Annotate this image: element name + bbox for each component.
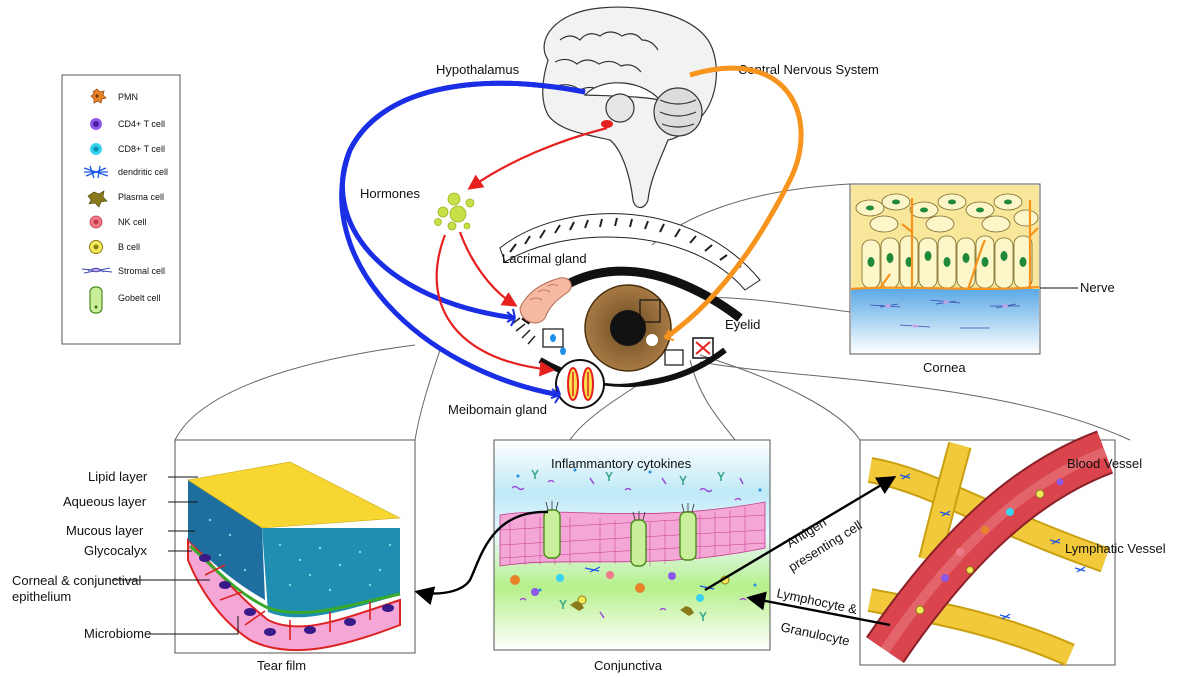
label-cornea: Cornea [923,360,966,375]
cd4-t-cell-icon [90,118,102,130]
conjunctiva-panel [494,440,770,650]
hormones-icon [435,193,475,230]
label-epithelium-line1: Corneal & conjunctival [12,573,141,588]
meibomian-gland-illustration [556,360,604,408]
label-blood-vessel: Blood Vessel [1067,456,1142,471]
label-inflammatory-cytokines: Inflammantory cytokines [551,456,692,471]
label-mucous-layer: Mucous layer [66,523,144,538]
label-lipid-layer: Lipid layer [88,469,148,484]
legend-label-dendritic: dendritic cell [118,167,168,177]
legend-label-nk: NK cell [118,217,147,227]
tear-film-panel [175,440,415,653]
legend-label-b: B cell [118,242,140,252]
legend-label-cd4: CD4+ T cell [118,119,165,129]
label-conjunctiva: Conjunctiva [594,658,663,673]
label-lymphocyte: Lymphocyte & [775,585,859,617]
brain-illustration [543,7,717,207]
b-cell-icon [90,241,103,254]
legend: PMN CD4+ T cell CD8+ T cell dendritic ce… [62,75,180,344]
label-meibomian-gland: Meibomain gland [448,402,547,417]
legend-label-plasma: Plasma cell [118,192,164,202]
cornea-panel [850,184,1040,354]
label-epithelium-line2: epithelium [12,589,71,604]
label-microbiome: Microbiome [84,626,151,641]
cd8-t-cell-icon [90,143,102,155]
label-hormones: Hormones [360,186,420,201]
label-lymphatic-vessel: Lymphatic Vessel [1065,541,1166,556]
nk-cell-icon [90,216,102,228]
conjunctiva-zoom-box [665,350,683,365]
legend-label-stromal: Stromal cell [118,266,165,276]
label-lacrimal-gland: Lacrimal gland [502,251,587,266]
label-aqueous-layer: Aqueous layer [63,494,147,509]
label-glycocalyx: Glycocalyx [84,543,147,558]
label-hypothalamus: Hypothalamus [436,62,520,77]
label-nerve: Nerve [1080,280,1115,295]
label-granulocyte: Granulocyte [779,619,851,648]
legend-label-pmn: PMN [118,92,138,102]
brain-to-hormones-arrow [470,128,607,188]
goblet-cell-icon [90,287,102,313]
label-tear-film: Tear film [257,658,306,673]
legend-label-cd8: CD8+ T cell [118,144,165,154]
label-eyelid: Eyelid [725,317,760,332]
legend-label-goblet: Gobelt cell [118,293,161,303]
